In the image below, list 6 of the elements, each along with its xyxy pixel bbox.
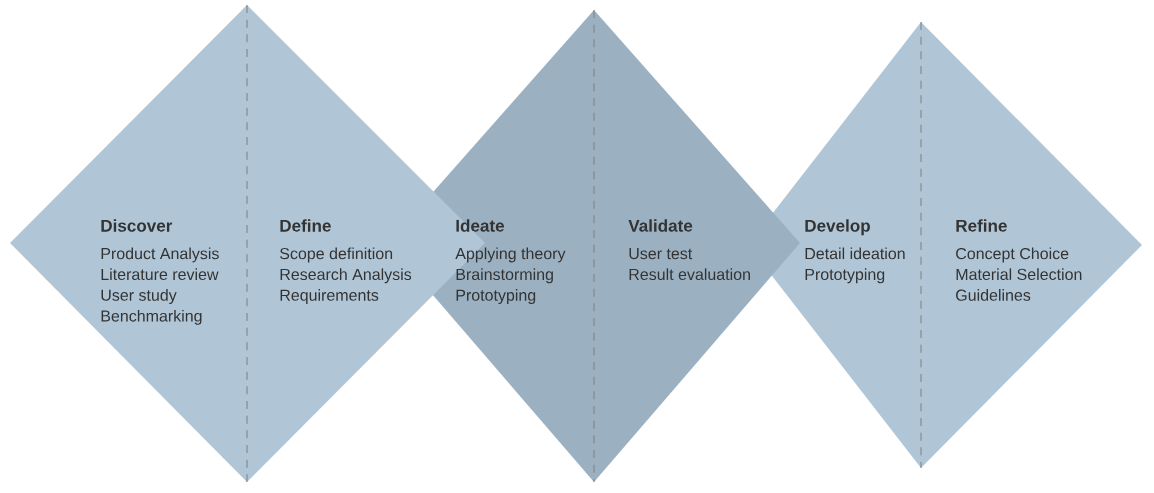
phase-text: Define Scope definition Research Analysis Requirements (280, 219, 412, 304)
phase-text: Develop Detail ideation Prototyping (805, 219, 905, 284)
phase-text: Refine Concept Choice Material Selection Guidelines (956, 219, 1082, 301)
phase-text: Discover Product Analysis Literature review User study Benchmarking (101, 219, 219, 325)
phase-text: Ideate Applying theory Brainstorming Prototyping (455, 219, 566, 304)
phase-text: Validate User test Result evaluation (628, 219, 750, 281)
